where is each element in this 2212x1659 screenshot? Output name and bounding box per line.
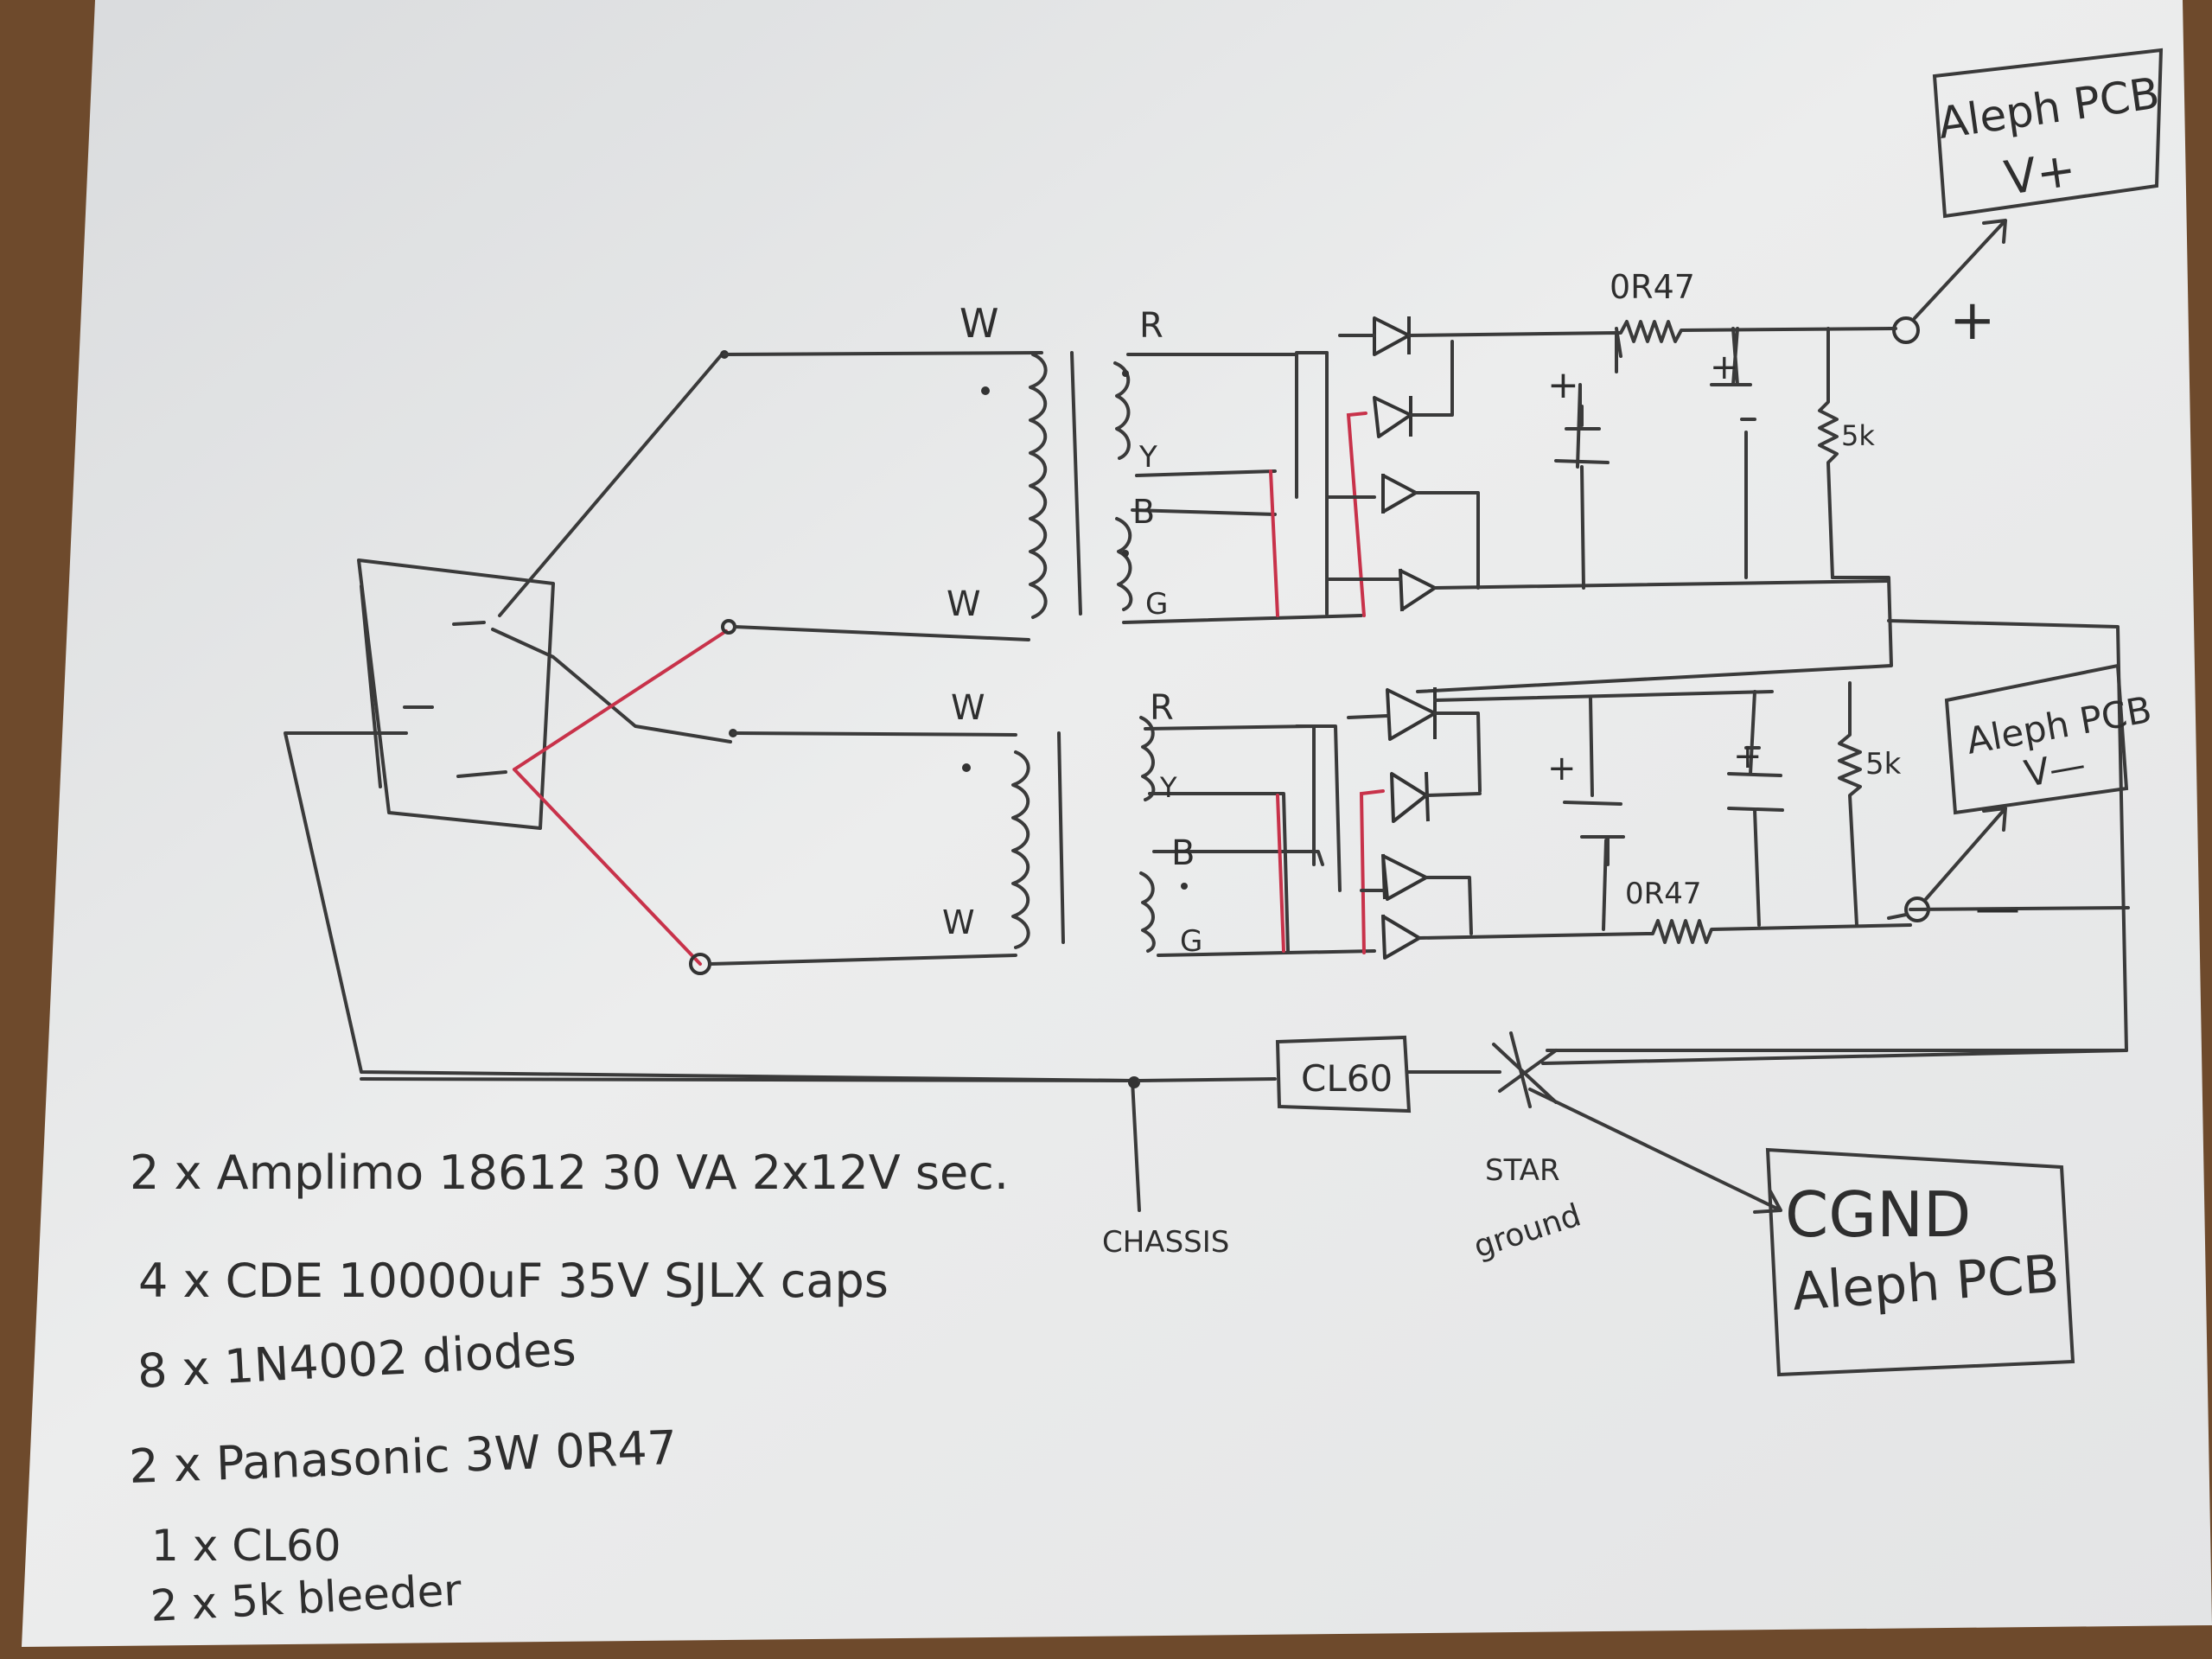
label-aleph-vminus-2: V— — [2021, 743, 2088, 795]
label-w-bot-upper: W — [951, 688, 985, 728]
aleph-pcb-vplus-box — [1932, 48, 2164, 219]
label-plus-cap-bot-1: + — [1547, 749, 1577, 788]
mains-wire-loop — [284, 731, 1134, 1082]
label-plus-cap-top-1: + — [1547, 363, 1579, 407]
parts-item-2: 4 x CDE 10000uF 35V SJLX caps — [138, 1254, 889, 1308]
resistor-top — [1615, 320, 1895, 343]
label-star-ground-1: STAR — [1485, 1153, 1560, 1188]
label-plus-cap-bot-2: + — [1733, 737, 1763, 776]
label-plus-cap-top-2: + — [1710, 348, 1739, 387]
chassis-wire — [1131, 1079, 1141, 1212]
label-g-bot: G — [1180, 924, 1202, 959]
label-g-top: G — [1145, 587, 1168, 622]
top-transformer — [720, 350, 1133, 641]
parts-item-5: 1 x CL60 — [151, 1521, 341, 1571]
bottom-secondary-wiring — [1144, 687, 1912, 960]
mains-wire-cross — [491, 628, 732, 743]
bleeder-bot — [1838, 681, 1862, 927]
arrow-vplus — [1913, 219, 2007, 320]
bottom-capacitors — [1563, 690, 1784, 931]
arrow-vminus — [1924, 807, 2007, 901]
label-pos-terminal: + — [1949, 289, 1996, 353]
bottom-transformer — [689, 716, 1188, 975]
ground-rail — [360, 1077, 1134, 1082]
star-ground — [1492, 1031, 2128, 1108]
red-primary-wire-1 — [513, 629, 728, 771]
red-primary-wire-2 — [513, 768, 702, 966]
label-resistor-bot: 0R47 — [1625, 877, 1702, 911]
mains-switch — [357, 558, 555, 830]
label-r-top: R — [1139, 306, 1163, 346]
bleeder-top — [1818, 327, 1839, 579]
label-bleeder-top: 5k — [1841, 419, 1875, 452]
paper-sheet — [22, 0, 2212, 1647]
label-w-bot-lower: W — [942, 903, 975, 941]
label-b-bot: B — [1171, 833, 1195, 873]
label-y-top: Y — [1138, 440, 1157, 475]
label-b-top: B — [1132, 493, 1155, 531]
chassis-dot — [1128, 1076, 1140, 1088]
label-cl60: CL60 — [1301, 1057, 1393, 1100]
cl60-box — [1275, 1035, 1412, 1113]
label-aleph-vplus-2: V+ — [2001, 142, 2079, 206]
winding-labels: W W W W R Y B G R Y B G — [942, 300, 1202, 959]
label-neg-terminal: — — [1975, 883, 2020, 935]
cgnd-box — [1765, 1147, 2075, 1377]
parts-item-1: 2 x Amplimo 18612 30 VA 2x12V sec. — [130, 1145, 1009, 1200]
label-chassis: CHASSIS — [1102, 1225, 1229, 1260]
aleph-pcb-vminus-box — [1944, 663, 2129, 815]
label-r-bot: R — [1150, 688, 1174, 728]
label-resistor-top: 0R47 — [1610, 268, 1695, 306]
label-w-top-upper: W — [959, 300, 998, 347]
label-bleeder-bot: 5k — [1865, 747, 1902, 782]
top-secondary-wiring — [1122, 316, 1890, 624]
mains-wire-top — [498, 353, 724, 617]
label-y-bot: Y — [1159, 771, 1177, 804]
label-w-top-lower: W — [947, 584, 981, 624]
label-cgnd-1: CGND — [1785, 1178, 1971, 1251]
arrow-cgnd — [1528, 1088, 1782, 1214]
top-capacitors — [1554, 327, 1756, 590]
